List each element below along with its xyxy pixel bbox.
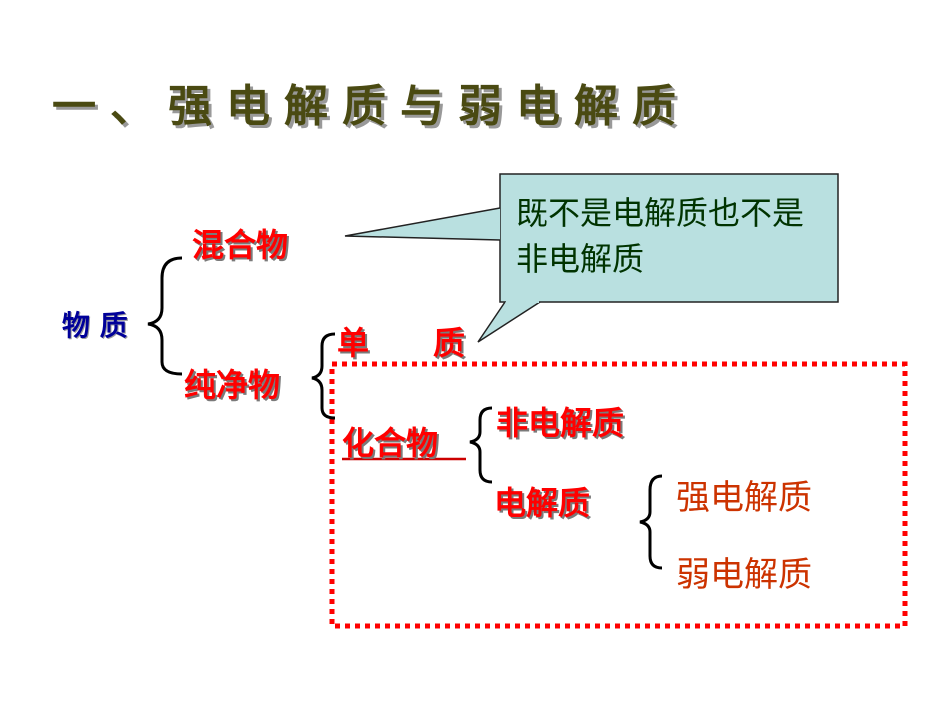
brace-compound bbox=[469, 406, 493, 484]
node-root: 物 质 bbox=[62, 309, 128, 342]
node-pure: 纯净物 bbox=[184, 366, 281, 404]
callout-pointer-lower bbox=[477, 301, 541, 343]
node-compound: 化合物 bbox=[342, 424, 439, 462]
brace-pure bbox=[311, 332, 336, 420]
callout-pointer-upper bbox=[344, 207, 501, 241]
brace-root bbox=[147, 256, 183, 376]
node-element: 单 质 bbox=[337, 324, 466, 362]
callout-box bbox=[499, 173, 839, 303]
page-title: 一、强电解质与弱电解质 bbox=[52, 81, 690, 132]
brace-electrolyte bbox=[639, 474, 663, 570]
node-weak-electrolyte: 弱电解质 bbox=[676, 555, 812, 595]
node-mixture: 混合物 bbox=[192, 226, 289, 264]
dashed-region bbox=[329, 361, 908, 629]
node-non-electrolyte: 非电解质 bbox=[496, 404, 625, 442]
node-strong-electrolyte: 强电解质 bbox=[676, 478, 812, 518]
callout-text: 既不是电解质也不是非电解质 bbox=[516, 194, 805, 278]
node-electrolyte: 电解质 bbox=[494, 484, 591, 522]
